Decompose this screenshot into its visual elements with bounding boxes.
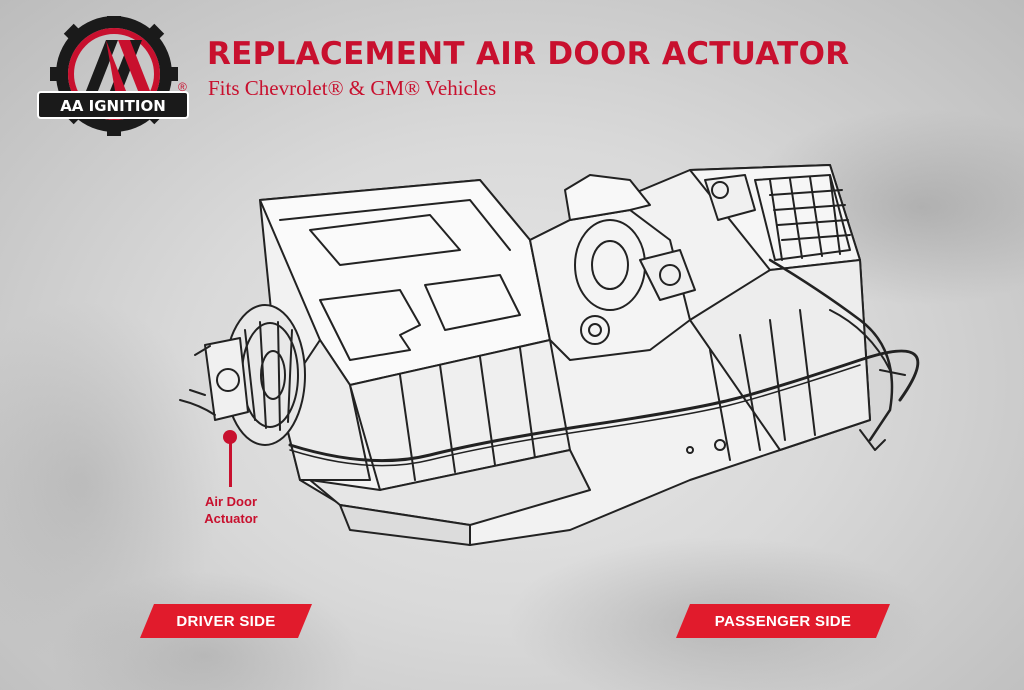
- page-subtitle: Fits Chevrolet® & GM® Vehicles: [208, 76, 497, 100]
- callout-label-line1: Air Door: [205, 494, 257, 509]
- air-door-actuator-callout: Air Door Actuator: [186, 493, 276, 527]
- registered-mark: ®: [178, 80, 187, 94]
- passenger-side-tag: PASSENGER SIDE: [676, 604, 890, 638]
- aa-ignition-logo: AA IGNITION: [37, 16, 189, 136]
- callout-label-line2: Actuator: [204, 511, 258, 526]
- driver-side-tag: DRIVER SIDE: [140, 604, 312, 638]
- logo-text: AA IGNITION: [60, 97, 166, 115]
- page-title: REPLACEMENT AIR DOOR ACTUATOR: [207, 36, 850, 72]
- hvac-assembly-diagram: [179, 164, 920, 546]
- callout-line: [229, 437, 232, 487]
